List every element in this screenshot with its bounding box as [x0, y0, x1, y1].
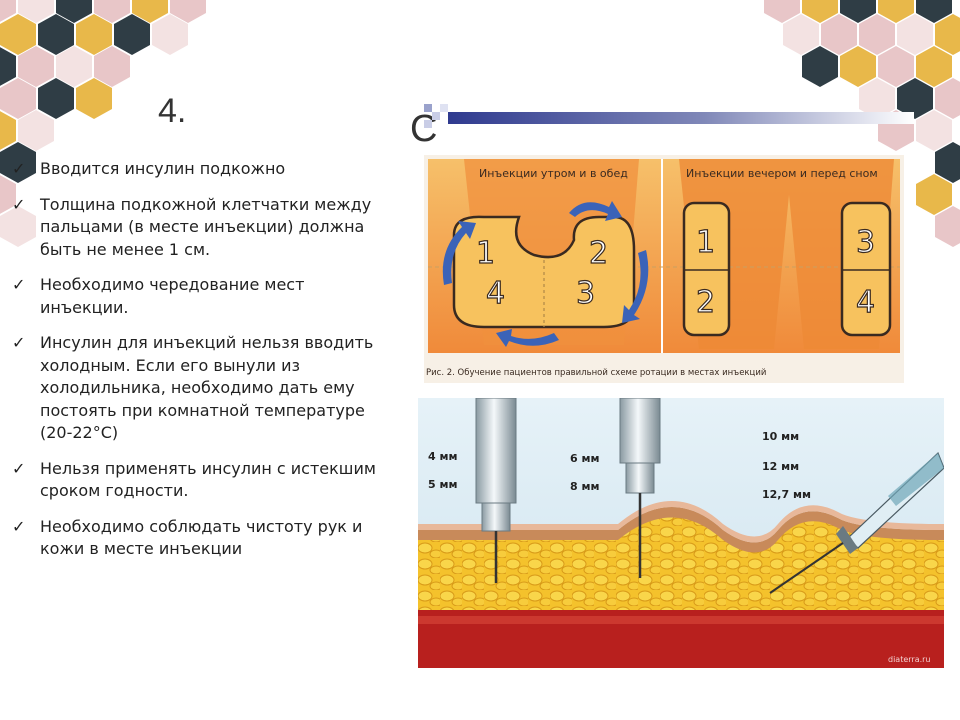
needle-length-label: 5 мм	[428, 478, 457, 491]
zone-label: 1	[476, 236, 495, 271]
needle-length-illustration: 4 мм 5 мм 6 мм 8 мм 10 мм 12 мм 12,7 мм …	[418, 398, 944, 668]
checkmark-icon: ✓	[12, 516, 26, 536]
zone-label: 2	[696, 285, 715, 320]
checkmark-icon: ✓	[12, 333, 26, 352]
needle-length-label: 10 мм	[762, 430, 799, 443]
zone-label: 2	[589, 236, 608, 271]
checkmark-icon: ✓	[12, 275, 26, 294]
syringe-icon	[769, 451, 944, 594]
slide-number: 4.	[158, 92, 187, 130]
title-bar-graphic	[424, 104, 914, 128]
needle-length-label: 12 мм	[762, 460, 799, 473]
bullet-item: ✓ Вводится инсулин подкожно	[10, 158, 385, 181]
needle-length-label: 6 мм	[570, 452, 599, 465]
zone-label: 3	[856, 225, 875, 260]
checkmark-icon: ✓	[12, 159, 26, 178]
bullet-item: ✓Необходимо соблюдать чистоту рук и кожи…	[12, 516, 363, 559]
bullet-item: ✓Толщина подкожной клетчатки между пальц…	[12, 194, 372, 259]
bullet-item: ✓Необходимо чередование мест инъекции.	[12, 275, 305, 317]
zone-label: 4	[486, 276, 505, 311]
bullet-item: ✓ Инсулин для инъекций нельзя вводить хо…	[12, 333, 374, 442]
insulin-pen-icon	[475, 398, 517, 583]
figure-caption: Рис. 2. Обучение пациентов правильной сх…	[426, 368, 766, 378]
needle-length-label: 4 мм	[428, 450, 457, 463]
needle-length-label: 12,7 мм	[762, 488, 811, 501]
zone-label: 1	[696, 225, 715, 260]
checkmark-icon: ✓	[12, 458, 26, 478]
panel-left-label: Инъекции утром и в обед	[479, 167, 628, 180]
panel-right-label: Инъекции вечером и перед сном	[686, 167, 878, 180]
injection-rotation-illustration: Инъекции утром и в обед Инъекции вечером…	[424, 155, 904, 383]
checkmark-icon: ✓	[12, 194, 26, 214]
needle-length-label: 8 мм	[570, 480, 599, 493]
zone-label: 3	[576, 276, 595, 311]
bullet-list: ✓ Вводится инсулин подкожно ✓Толщина под…	[10, 158, 385, 574]
rotation-arrows-icon	[442, 201, 649, 347]
insulin-pen-icon	[619, 398, 661, 578]
zone-label: 4	[856, 285, 875, 320]
bullet-item: ✓Нельзя применять инсулин с истекшим сро…	[12, 458, 376, 501]
watermark: diaterra.ru	[888, 655, 931, 664]
